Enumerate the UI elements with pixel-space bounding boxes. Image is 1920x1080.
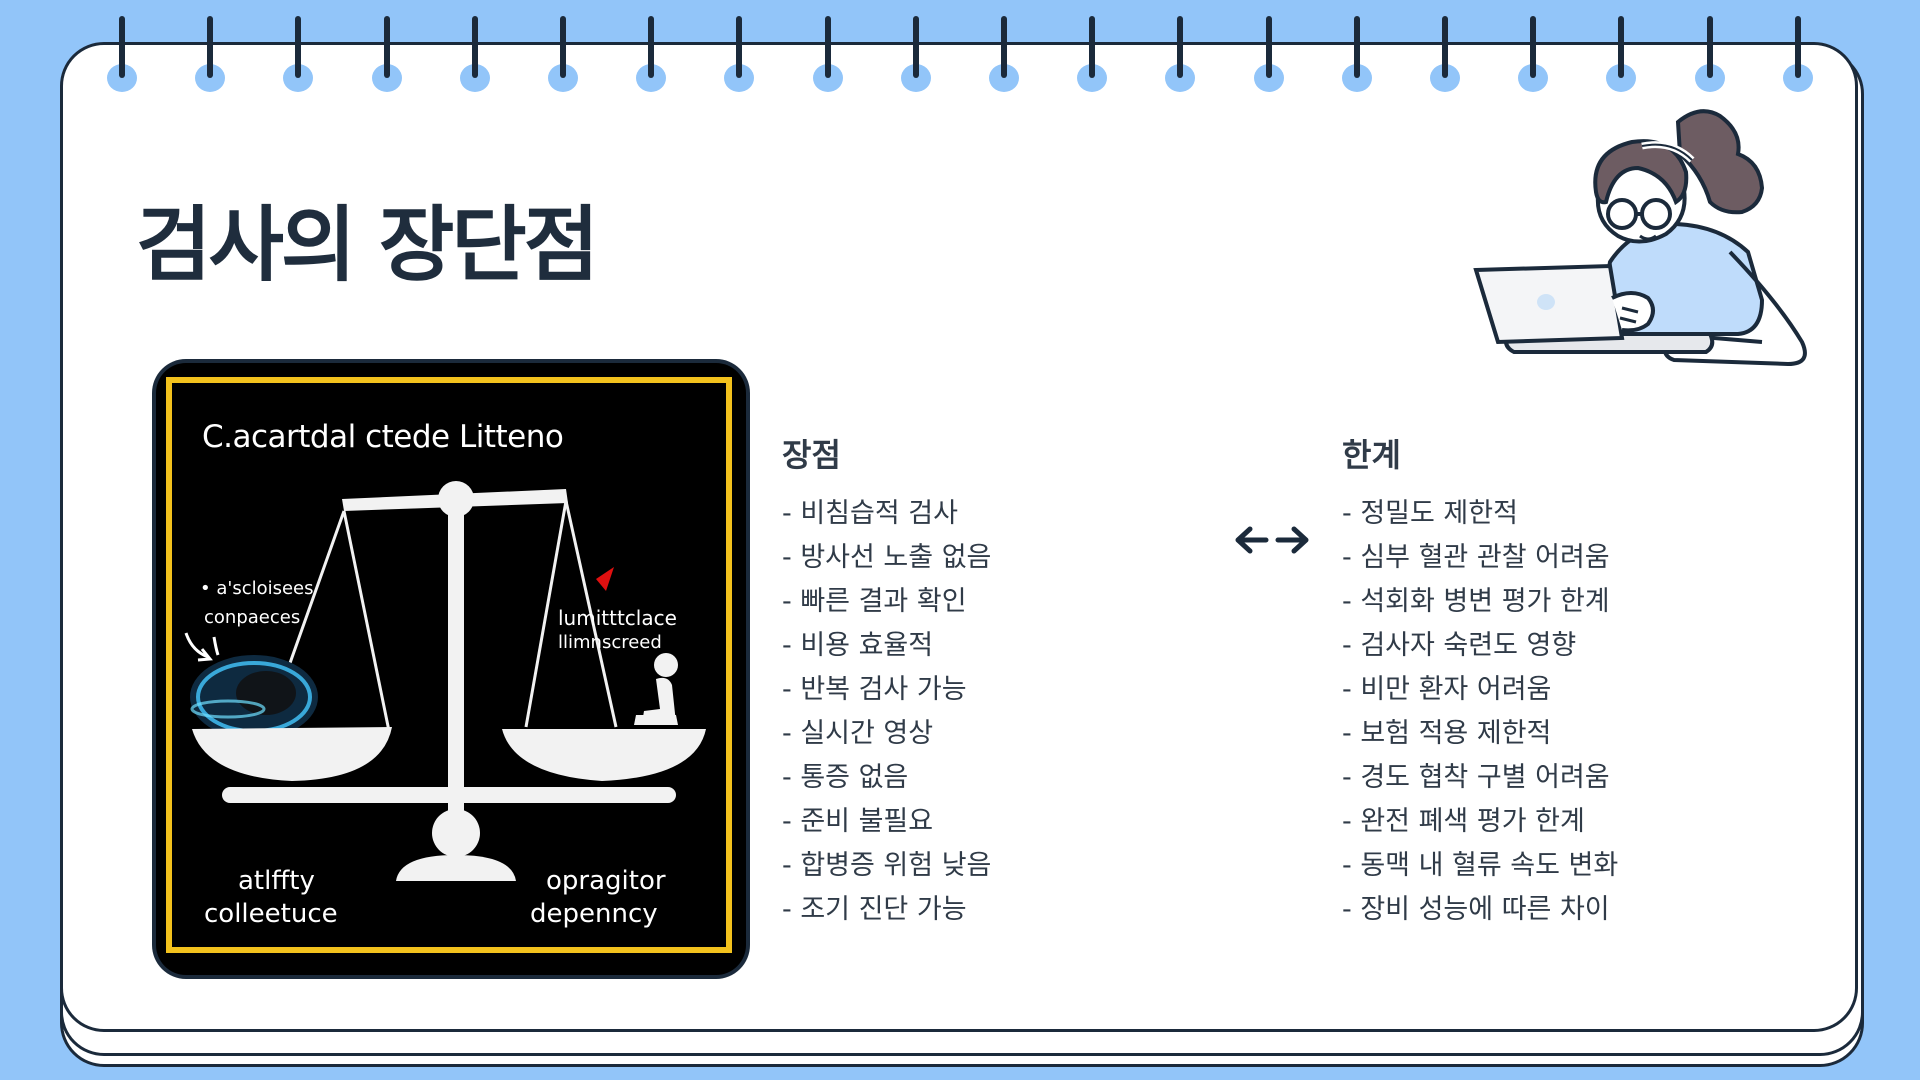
list-item: - 비용 효율적 — [782, 630, 934, 661]
list-item: - 합병증 위험 낮음 — [782, 850, 992, 881]
list-item: - 비침습적 검사 — [782, 498, 958, 529]
double-arrow-icon — [1235, 526, 1309, 554]
figure-bottom-left-2: colleetuce — [204, 899, 338, 929]
list-item: - 정밀도 제한적 — [1342, 498, 1518, 529]
figure-right-note-2: llimnscreed — [558, 632, 662, 653]
cons-list: - 정밀도 제한적 - 심부 혈관 관찰 어려움 - 석회화 병변 평가 한계 … — [1342, 492, 1618, 932]
list-item: - 통증 없음 — [782, 762, 909, 793]
figure-right-note-1: lumitttclace — [558, 606, 677, 630]
list-item: - 조기 진단 가능 — [782, 894, 967, 925]
list-item: - 완전 폐색 평가 한계 — [1342, 806, 1585, 837]
list-item: - 비만 환자 어려움 — [1342, 674, 1552, 705]
list-item: - 실시간 영상 — [782, 718, 934, 749]
list-item: - 석회화 병변 평가 한계 — [1342, 586, 1610, 617]
balance-scale-figure: C.acartdal ctede Litteno • a'scloisees c… — [156, 363, 746, 975]
cons-heading: 한계 — [1342, 436, 1401, 474]
list-item: - 경도 협착 구별 어려움 — [1342, 762, 1610, 793]
woman-laptop-illustration — [1473, 109, 1807, 367]
list-item: - 반복 검사 가능 — [782, 674, 967, 705]
figure-left-note-2: conpaeces — [204, 607, 301, 628]
figure-frame — [166, 377, 732, 953]
figure-bottom-right-2: depenncy — [530, 899, 658, 929]
figure-bottom-right-1: opragitor — [546, 866, 666, 896]
list-item: - 동맥 내 혈류 속도 변화 — [1342, 850, 1619, 881]
list-item: - 빠른 결과 확인 — [782, 586, 967, 617]
pros-heading: 장점 — [782, 436, 841, 474]
page-title: 검사의 장단점 — [136, 198, 599, 293]
list-item: - 보험 적용 제한적 — [1342, 718, 1552, 749]
list-item: - 검사자 숙련도 영향 — [1342, 630, 1577, 661]
pros-list: - 비침습적 검사 - 방사선 노출 없음 - 빠른 결과 확인 - 비용 효율… — [782, 492, 991, 932]
list-item: - 방사선 노출 없음 — [782, 542, 992, 573]
list-item: - 장비 성능에 따른 차이 — [1342, 894, 1610, 925]
figure-left-note-1: • a'scloisees — [200, 578, 314, 599]
list-item: - 준비 불필요 — [782, 806, 934, 837]
balance-scale-icon — [184, 481, 706, 881]
figure-bottom-left-1: atlffty — [238, 866, 315, 896]
list-item: - 심부 혈관 관찰 어려움 — [1342, 542, 1610, 573]
figure-heading: C.acartdal ctede Litteno — [202, 419, 564, 455]
